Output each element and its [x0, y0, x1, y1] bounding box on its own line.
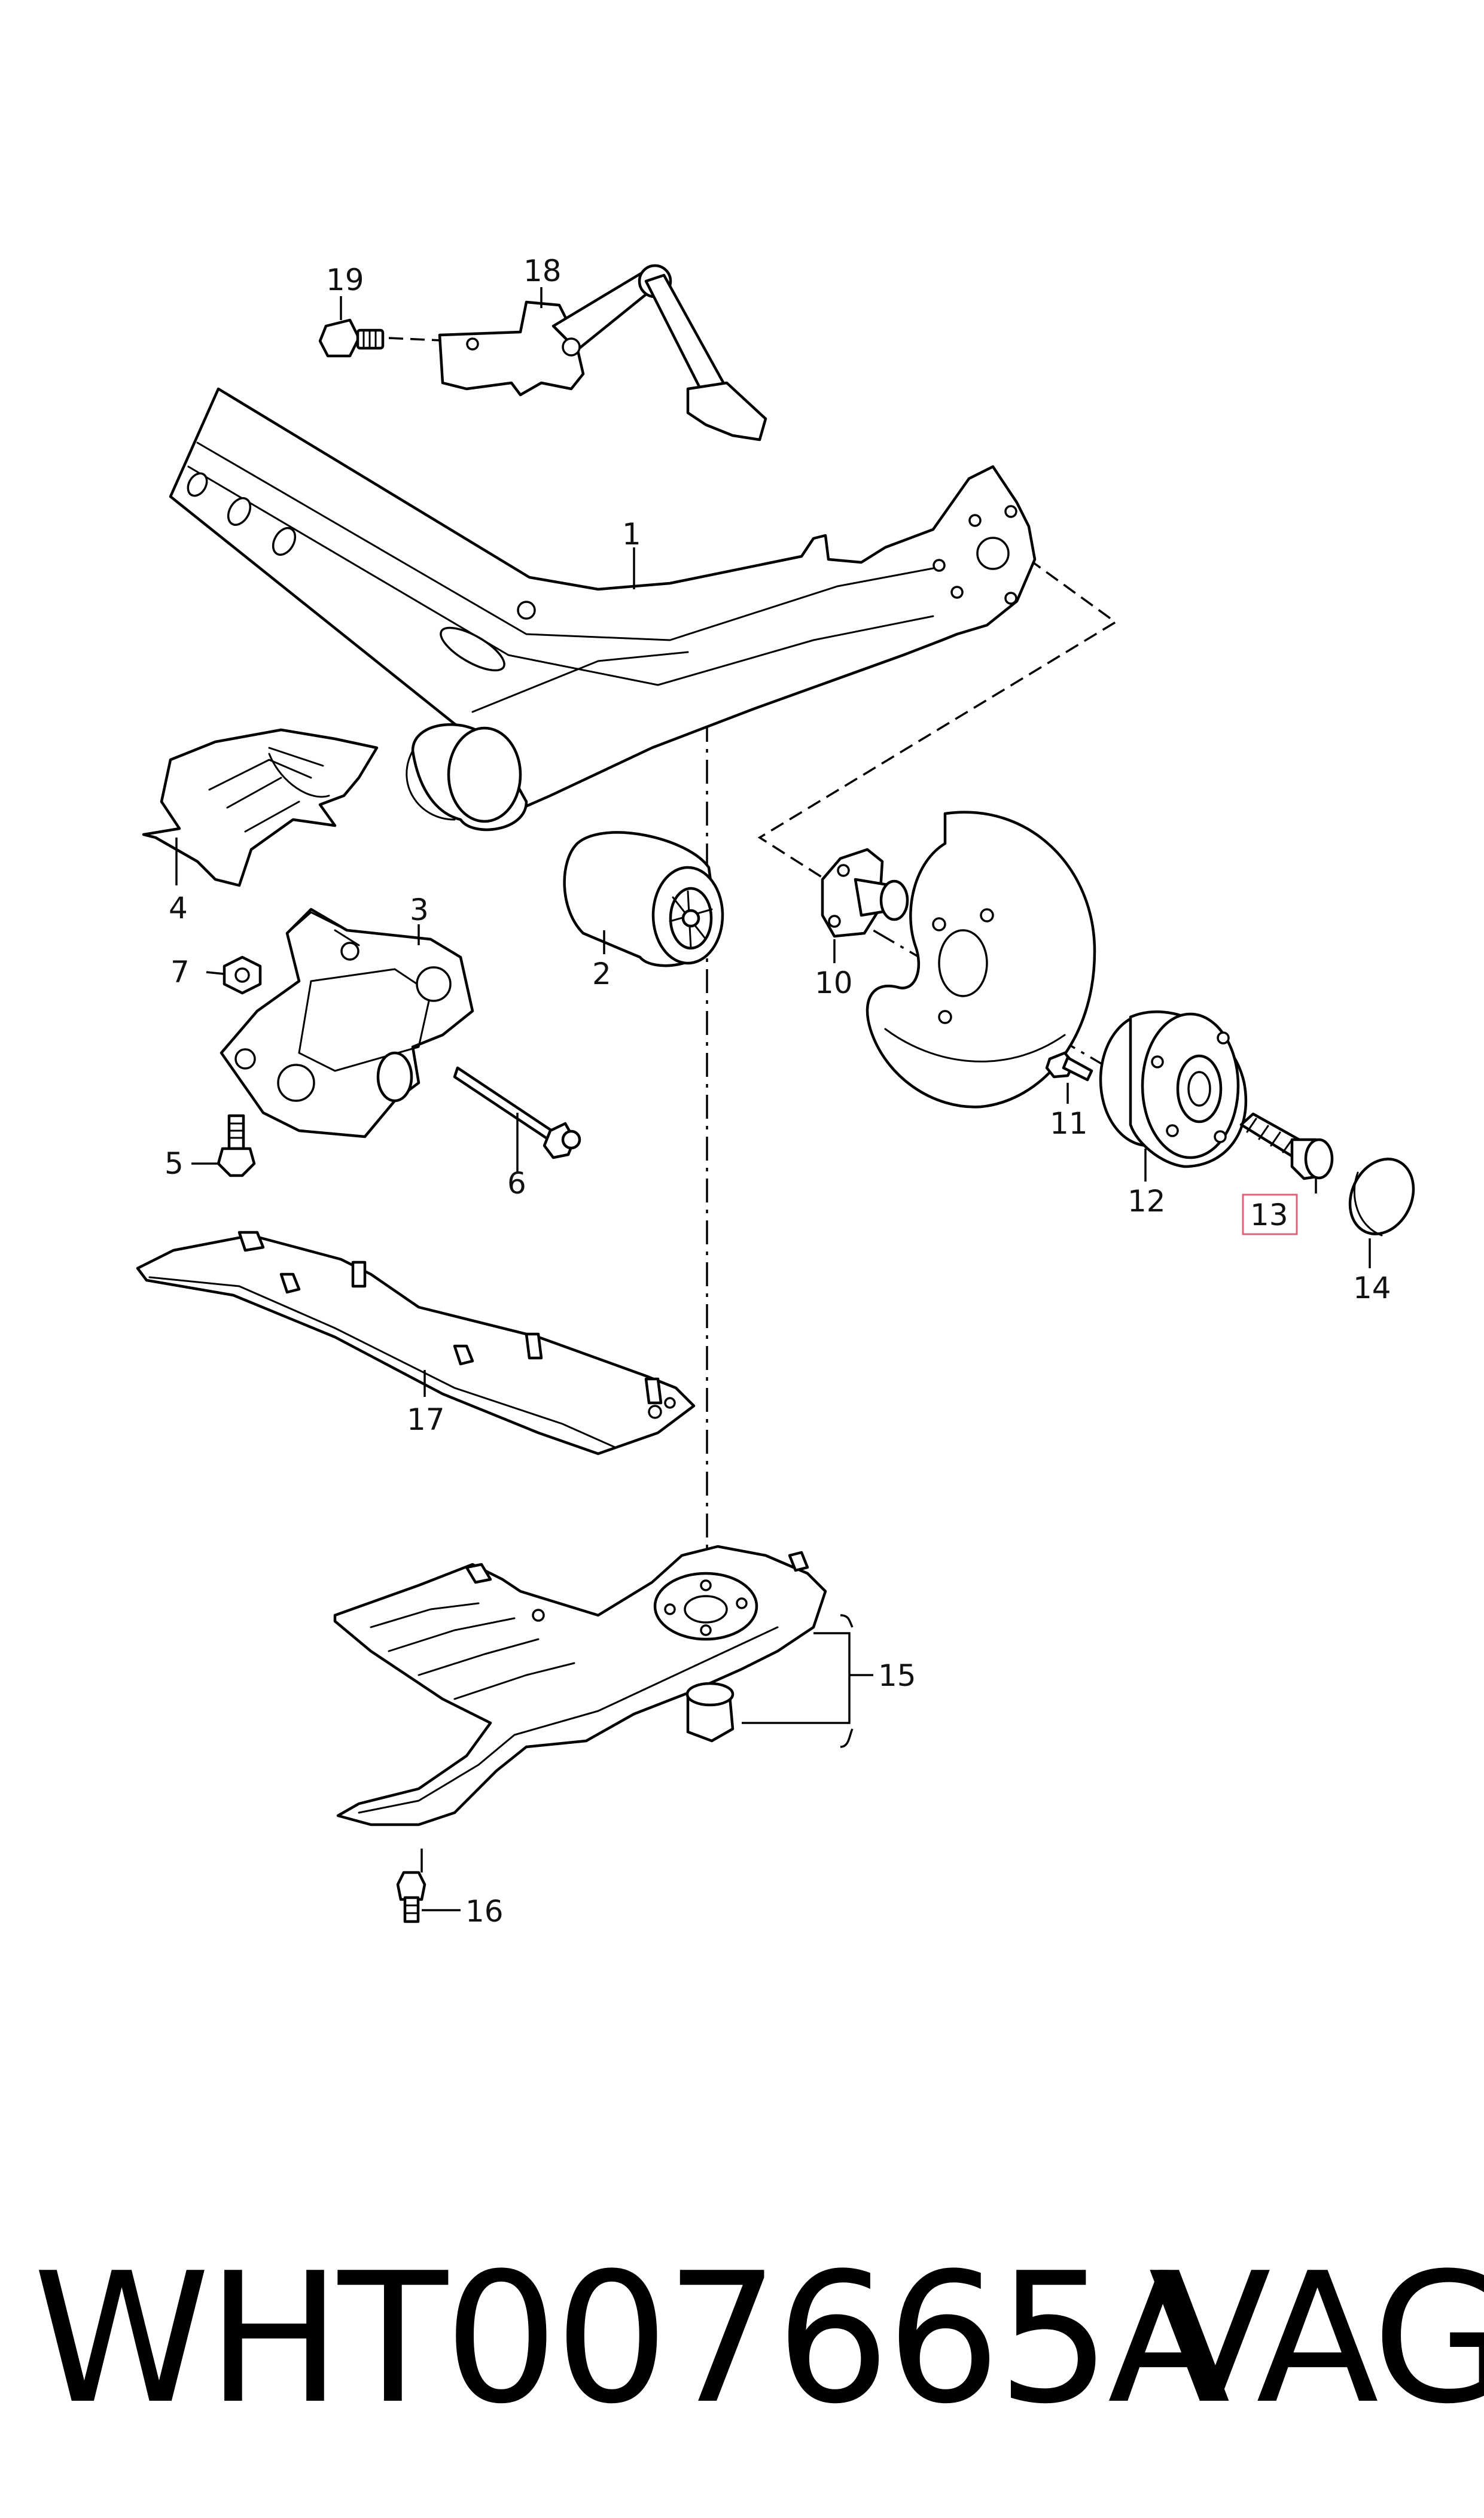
callout-13: 13: [1250, 1198, 1288, 1232]
part-5-bolt: [217, 1114, 256, 1177]
callout-labels: 1 2 3 4 5 6 7 10 11 12 13 14 15 16 17 18…: [164, 254, 1391, 1929]
callout-5: 5: [164, 1146, 184, 1181]
callout-17: 17: [407, 1402, 445, 1437]
part-15-plug: [685, 1682, 735, 1743]
callout-1: 1: [622, 517, 641, 552]
part-12-wheel-hub: [1099, 1010, 1248, 1168]
part-3-bracket: [220, 908, 474, 1138]
part-6-long-bolt: [453, 1066, 581, 1159]
brand-text: VAG: [1148, 2234, 1484, 2443]
part-2-bushing: [563, 831, 724, 967]
part-1-axle-beam: [169, 387, 1037, 832]
callout-19: 19: [326, 263, 364, 297]
part-number-text: WHT007665A: [33, 2234, 1230, 2443]
part-10-bearing-flange: [821, 848, 909, 938]
part-4-bracket-cover: [142, 728, 379, 887]
part-19-bolt: [318, 318, 385, 358]
leader-lines: [175, 287, 1371, 1911]
callout-10: 10: [815, 966, 853, 1000]
part-7-nut: [223, 955, 262, 995]
callout-4: 4: [169, 891, 188, 925]
callout-12: 12: [1128, 1184, 1166, 1219]
callout-14: 14: [1353, 1271, 1391, 1305]
part-14-cap: [1348, 1158, 1415, 1237]
callout-16: 16: [465, 1894, 504, 1929]
callout-2: 2: [592, 957, 611, 991]
part-11-bolt: [1045, 1051, 1093, 1082]
part-15-underbody-guard: [333, 1545, 827, 1826]
callout-6: 6: [507, 1166, 526, 1201]
callout-3: 3: [410, 893, 429, 927]
callout-13-highlight-box: [1242, 1193, 1298, 1235]
callout-11: 11: [1050, 1106, 1088, 1141]
part-17-lower-trim: [136, 1231, 696, 1456]
part-16-clip: [396, 1871, 426, 1923]
part-13-hub-bolt: [1239, 1112, 1334, 1180]
part-18-level-sensor: [438, 264, 767, 442]
callout-15: 15: [878, 1658, 916, 1693]
brake-backing-plate: [866, 811, 1096, 1109]
callout-18: 18: [523, 254, 562, 288]
callout-7: 7: [170, 955, 190, 989]
